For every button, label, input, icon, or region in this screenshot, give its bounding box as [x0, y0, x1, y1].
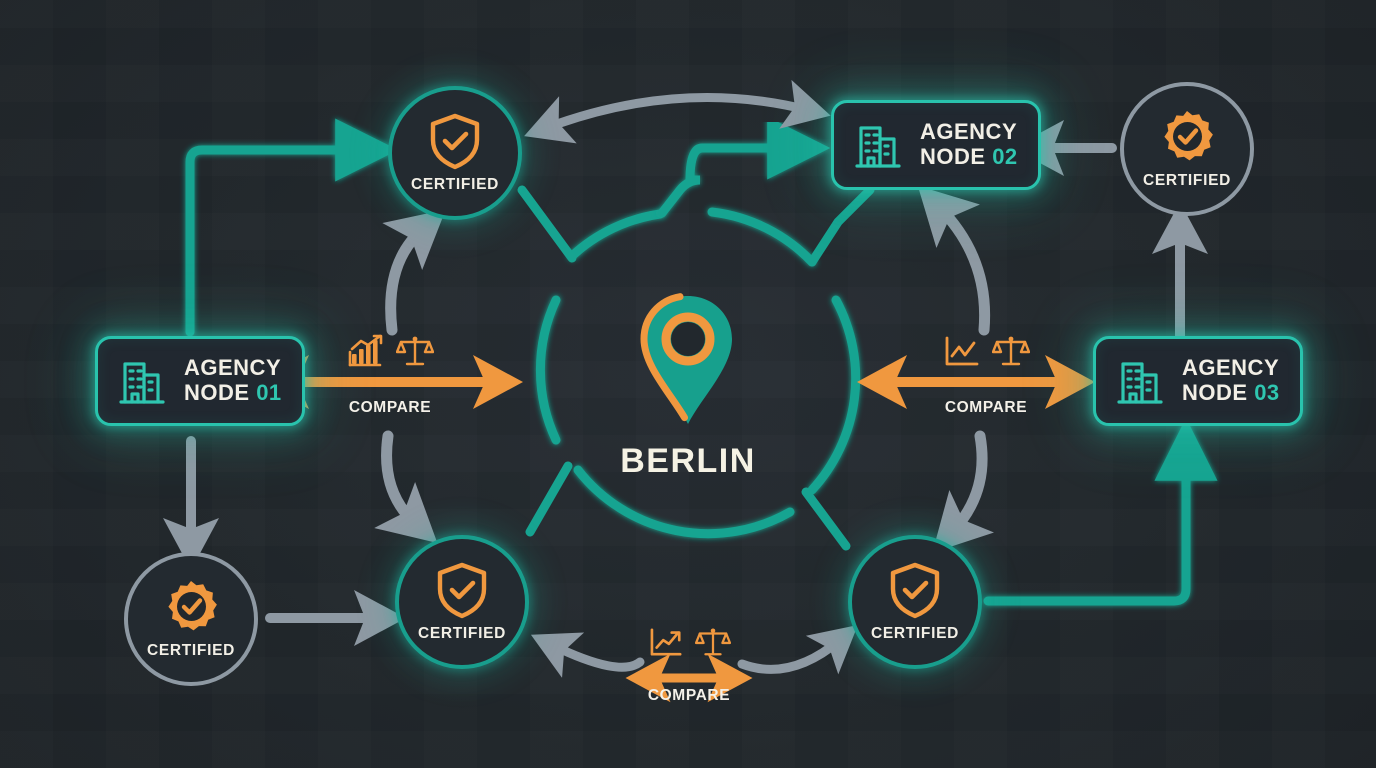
connector-gray-arc-up-node02: [917, 185, 991, 336]
line-chart-icon: [945, 336, 978, 366]
certified-label: CERTIFIED: [870, 625, 960, 642]
compare-icons: [648, 626, 731, 658]
compare-group-left: COMPARE: [290, 334, 490, 417]
certified-label: CERTIFIED: [146, 642, 236, 659]
compare-label: COMPARE: [944, 399, 1028, 416]
office-building-icon: [855, 126, 901, 168]
rosette-check-icon: [168, 581, 217, 631]
shield-check-icon: [430, 113, 480, 170]
compare-label: COMPARE: [647, 687, 731, 704]
node-number: 01: [256, 380, 282, 405]
center-ring: [535, 207, 861, 539]
compare-icons: [943, 334, 1030, 368]
connector-gray-arc-down-badge-bottom-right: [932, 430, 995, 553]
certified-label: CERTIFIED: [1142, 172, 1232, 189]
node-number: 03: [1254, 380, 1280, 405]
compare-group-bottom: COMPARE: [611, 626, 767, 705]
node-line1: AGENCY: [1182, 355, 1280, 381]
node-line1: AGENCY: [920, 119, 1018, 145]
connector-teal-node01-badge-top-left: [185, 118, 399, 337]
connector-gray-arc-up-badge-top-left: [382, 209, 446, 336]
balance-scales-icon: [395, 336, 434, 366]
connector-teal-ring-badge-top-left: [517, 185, 577, 263]
node-number: 02: [992, 144, 1018, 169]
agency-node-03-label: AGENCY NODE 03: [1182, 356, 1280, 405]
agency-node-02[interactable]: AGENCY NODE 02: [831, 100, 1041, 190]
compare-label: COMPARE: [348, 399, 432, 416]
agency-node-01-label: AGENCY NODE 01: [184, 356, 282, 405]
connector-teal-ring-badge-bottom-right: [801, 487, 851, 551]
map-pin-icon: [640, 292, 736, 432]
line-chart-growth-icon: [650, 628, 681, 656]
agency-node-02-label: AGENCY NODE 02: [920, 120, 1018, 169]
certified-badge-top-left[interactable]: CERTIFIED: [388, 86, 522, 220]
compare-group-right: COMPARE: [886, 334, 1086, 417]
agency-node-03[interactable]: AGENCY NODE 03: [1093, 336, 1303, 426]
node-line1: AGENCY: [184, 355, 282, 381]
connector-gray-arc-down-badge-bottom-mid: [374, 430, 438, 544]
shield-check-icon: [890, 562, 940, 619]
bar-chart-growth-icon: [348, 334, 382, 367]
office-building-icon: [119, 362, 165, 404]
certified-label: CERTIFIED: [410, 176, 500, 193]
node-line2: NODE: [920, 144, 986, 169]
compare-icons: [347, 334, 434, 368]
balance-scales-icon: [991, 336, 1030, 366]
office-building-icon: [1117, 362, 1163, 404]
connector-teal-ring-node02-lower: [807, 185, 875, 267]
center-city-label: BERLIN: [620, 442, 756, 480]
certified-badge-bottom-left[interactable]: CERTIFIED: [124, 552, 258, 686]
certified-label: CERTIFIED: [417, 625, 507, 642]
connector-teal-ring-node02: [657, 116, 831, 218]
rosette-check-icon: [1164, 111, 1213, 161]
connector-teal-badge-bottom-right-node03: [983, 417, 1218, 606]
agency-node-01[interactable]: AGENCY NODE 01: [95, 336, 305, 426]
connector-teal-ring-badge-bottom-mid: [525, 461, 573, 537]
connector-gray-top-arc: [524, 79, 831, 144]
shield-check-icon: [437, 562, 487, 619]
node-line2: NODE: [1182, 380, 1248, 405]
certified-badge-top-right[interactable]: CERTIFIED: [1120, 82, 1254, 216]
certified-badge-bottom-right[interactable]: CERTIFIED: [848, 535, 982, 669]
certified-badge-bottom-mid[interactable]: CERTIFIED: [395, 535, 529, 669]
center-location: BERLIN: [588, 286, 788, 486]
node-line2: NODE: [184, 380, 250, 405]
balance-scales-icon: [694, 628, 731, 656]
